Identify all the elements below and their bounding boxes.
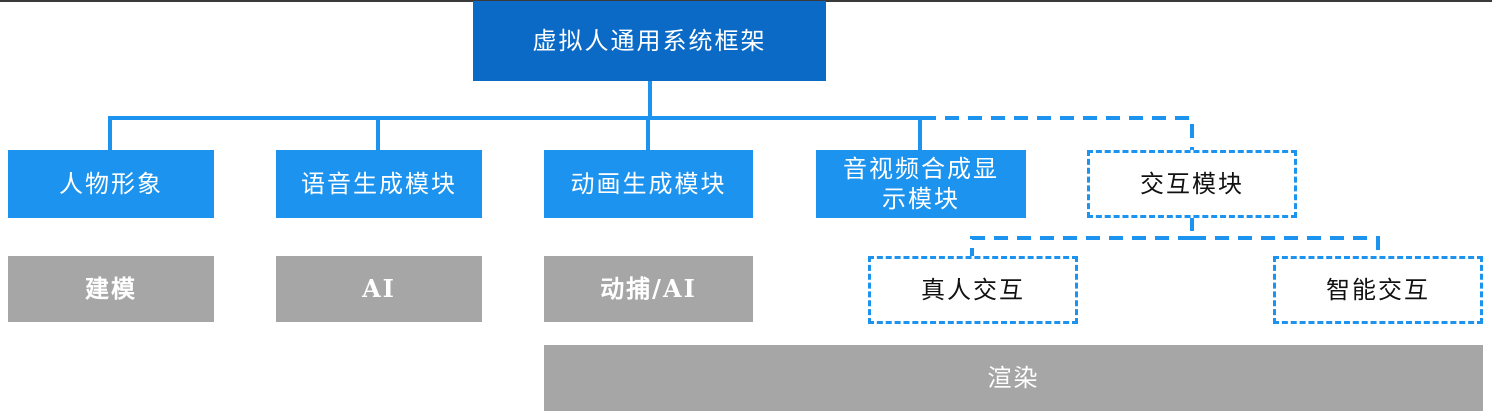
technique-modeling-box: 建模 xyxy=(8,256,214,322)
real-interaction-label: 真人交互 xyxy=(921,276,1025,304)
module-portrait-label: 人物形象 xyxy=(59,170,163,198)
technique-mocap-ai-box: 动捕/AI xyxy=(544,256,753,322)
rendering-label: 渲染 xyxy=(987,364,1040,392)
module-av-display-label: 音视频合成显示模块 xyxy=(843,155,999,213)
module-animation-box: 动画生成模块 xyxy=(544,150,753,218)
technique-modeling-label: 建模 xyxy=(85,274,137,303)
smart-interaction-box: 智能交互 xyxy=(1273,256,1483,324)
real-interaction-box: 真人交互 xyxy=(868,256,1078,324)
module-speech-label: 语音生成模块 xyxy=(301,170,457,198)
connector-to-interaction xyxy=(922,116,1194,150)
framework-root-box: 虚拟人通用系统框架 xyxy=(473,1,826,81)
smart-interaction-label: 智能交互 xyxy=(1326,276,1430,304)
module-animation-label: 动画生成模块 xyxy=(570,170,727,198)
technique-ai-box: AI xyxy=(276,256,482,322)
connector-to-smart-interaction xyxy=(1192,236,1380,256)
framework-root-label: 虚拟人通用系统框架 xyxy=(532,27,767,55)
module-portrait-box: 人物形象 xyxy=(8,150,214,218)
technique-mocap-ai-label: 动捕/AI xyxy=(600,274,697,303)
interaction-module-label: 交互模块 xyxy=(1140,170,1244,198)
technique-ai-label: AI xyxy=(362,274,396,303)
module-av-display-box: 音视频合成显示模块 xyxy=(816,150,1026,218)
interaction-module-box: 交互模块 xyxy=(1087,150,1297,218)
rendering-box: 渲染 xyxy=(544,345,1483,411)
connector-to-real-interaction xyxy=(970,236,1192,256)
module-speech-box: 语音生成模块 xyxy=(276,150,482,218)
